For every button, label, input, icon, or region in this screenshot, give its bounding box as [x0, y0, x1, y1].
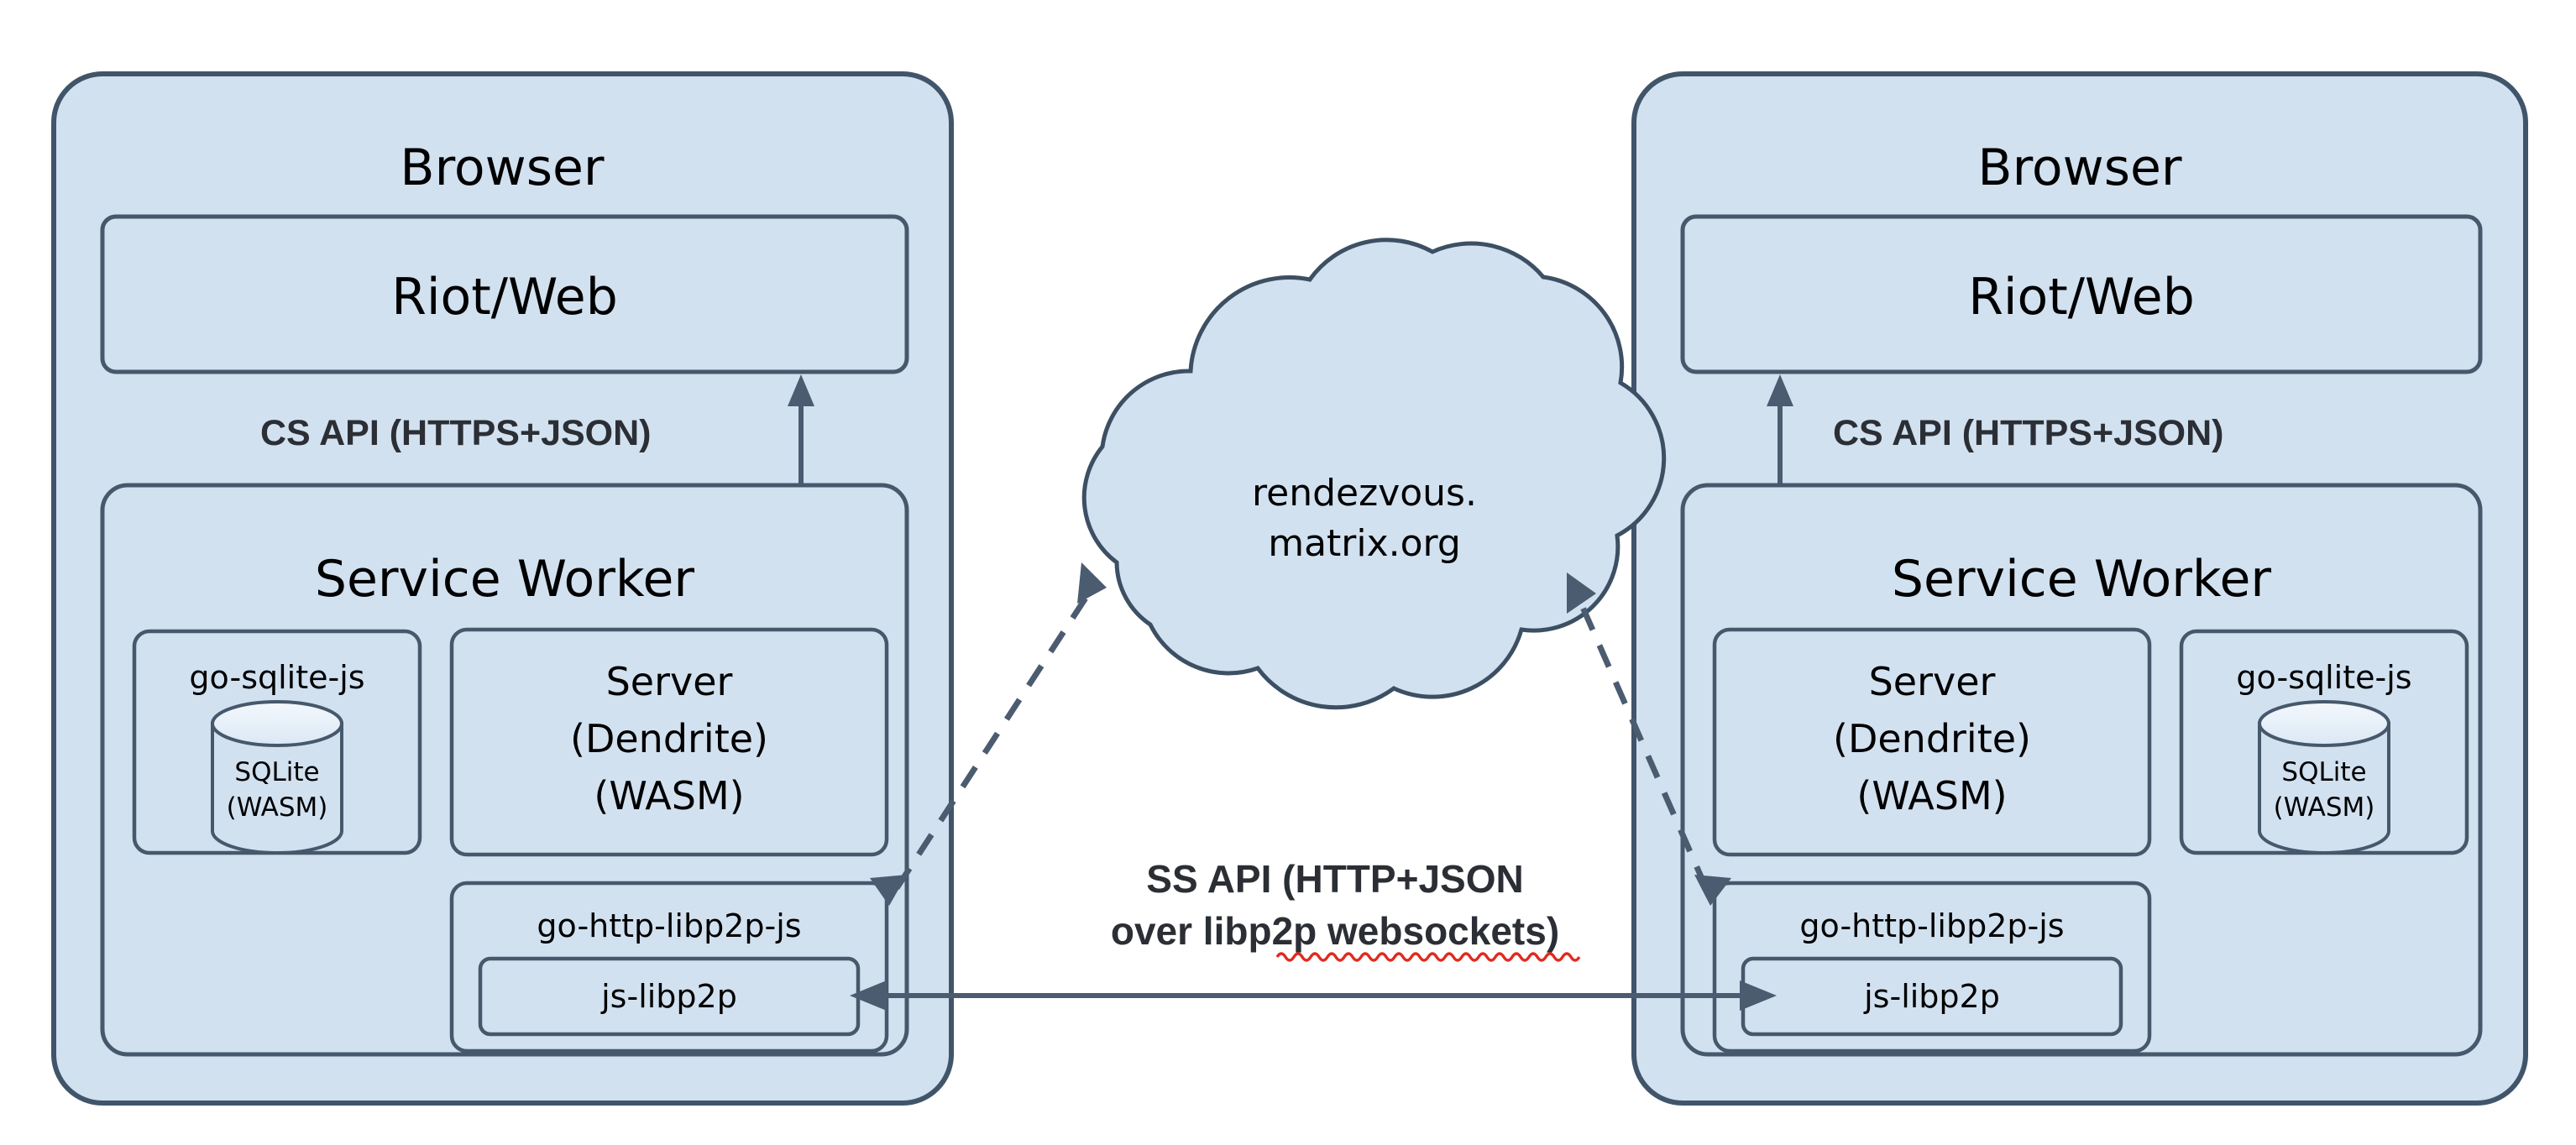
left-cs-api-label: CS API (HTTPS+JSON): [260, 413, 652, 453]
left-cloud-dashed-connector: [870, 562, 1107, 906]
ss-api-connector: [850, 980, 1777, 1011]
right-sqlite-cylinder: [2258, 700, 2390, 855]
left-sqlite-label-line2: (WASM): [227, 792, 328, 823]
ss-api-label-line2: over libp2p websockets): [1111, 909, 1559, 953]
right-cloud-dashed-connector: [1567, 572, 1731, 906]
rendezvous-cloud: rendezvous. matrix.org: [1081, 238, 1667, 710]
left-server-label-line2: (Dendrite): [570, 716, 768, 761]
right-riot-web-label: Riot/Web: [1968, 268, 2195, 327]
right-cs-api-label: CS API (HTTPS+JSON): [1833, 413, 2224, 453]
left-server-box: [449, 627, 889, 857]
right-server-box: [1712, 627, 2152, 857]
right-browser-panel: Browser Riot/Web CS API (HTTPS+JSON) Ser…: [1631, 71, 2528, 1106]
left-server-label-line1: Server: [606, 659, 733, 704]
cloud-label-line1: rendezvous.: [1252, 472, 1477, 515]
right-riot-web-box: [1680, 214, 2483, 374]
right-server-label-line1: Server: [1869, 659, 1996, 704]
right-js-libp2p-label: js-libp2p: [1863, 978, 2000, 1015]
left-js-libp2p-label: js-libp2p: [600, 978, 737, 1015]
cloud-label-line2: matrix.org: [1268, 522, 1461, 565]
right-server-label-line3: (WASM): [1856, 773, 2007, 818]
right-service-worker-label: Service Worker: [1892, 550, 2272, 609]
left-browser-title: Browser: [400, 139, 604, 197]
right-server-label-line2: (Dendrite): [1833, 716, 2031, 761]
left-riot-web-box: [100, 214, 909, 374]
right-go-sqlite-js-label: go-sqlite-js: [2236, 659, 2411, 696]
ss-api-label-group: SS API (HTTP+JSON over libp2p websockets…: [1111, 857, 1581, 962]
ss-api-label-line1: SS API (HTTP+JSON: [1146, 857, 1523, 901]
left-sqlite-label-line1: SQLite: [234, 757, 319, 787]
right-go-http-libp2p-js-label: go-http-libp2p-js: [1799, 907, 2064, 944]
right-sqlite-label-line2: (WASM): [2274, 792, 2375, 823]
left-sqlite-cylinder: [211, 700, 343, 855]
right-sqlite-label-line1: SQLite: [2281, 757, 2366, 787]
left-riot-web-label: Riot/Web: [391, 268, 618, 327]
left-service-worker-label: Service Worker: [315, 550, 695, 609]
left-browser-panel: Browser Riot/Web CS API (HTTPS+JSON) Ser…: [51, 71, 954, 1106]
left-go-http-libp2p-js-label: go-http-libp2p-js: [537, 907, 801, 944]
left-server-label-line3: (WASM): [594, 773, 744, 818]
spellcheck-underline-icon: [1275, 952, 1581, 962]
left-go-sqlite-js-label: go-sqlite-js: [189, 659, 364, 696]
right-browser-title: Browser: [1977, 139, 2181, 197]
